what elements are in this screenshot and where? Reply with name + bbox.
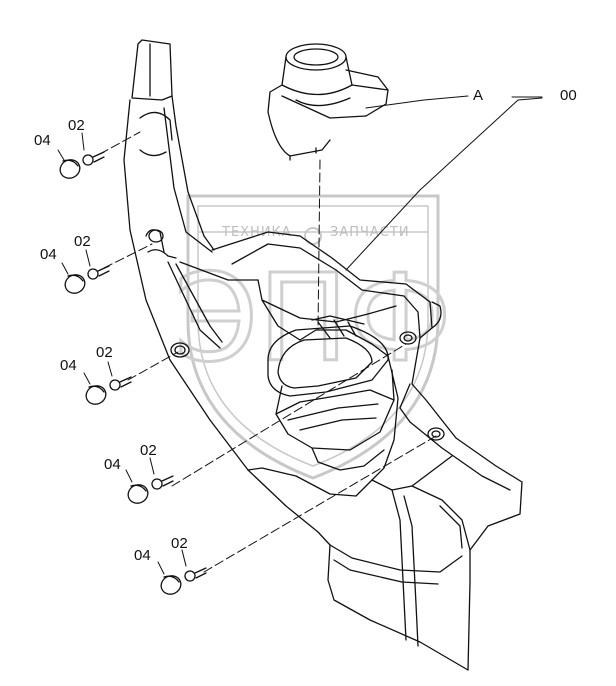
screw-5 (184, 567, 207, 582)
screw-1 (82, 151, 105, 166)
cap-5 (160, 575, 182, 595)
label-cap: 04 (34, 132, 51, 149)
leader-lines (57, 95, 543, 575)
cap-1 (59, 159, 81, 179)
label-cap: 04 (104, 456, 121, 473)
watermark-shield (186, 194, 440, 480)
label-cap: 04 (40, 246, 57, 263)
screw-2 (87, 265, 110, 280)
label-cap: 04 (134, 547, 151, 564)
cap-3 (85, 385, 107, 405)
console-cover-assembly (123, 39, 523, 671)
screw-3 (109, 376, 132, 391)
label-screw: 02 (68, 117, 85, 134)
watermark-text-right: ЗАПЧАСТИ (330, 225, 410, 240)
screw-parts (82, 151, 207, 582)
label-screw: 02 (140, 442, 157, 459)
watermark-text-left: ТЕХНИКА (221, 225, 292, 240)
label-screw: 02 (96, 344, 113, 361)
cap-4 (127, 484, 149, 504)
label-cap: 04 (60, 357, 77, 374)
label-detail-a: A (473, 87, 483, 104)
cap-2 (64, 274, 86, 294)
part-labels: 00 A 04 02 04 02 04 02 04 02 04 02 (34, 87, 577, 564)
label-screw: 02 (171, 535, 188, 552)
label-screw: 02 (74, 233, 91, 250)
screw-4 (151, 475, 174, 490)
cup-holder-part (267, 43, 389, 161)
watermark-gear-icon (304, 227, 322, 245)
label-assembly: 00 (560, 87, 577, 104)
assembly-center-lines (99, 131, 437, 573)
watermark (186, 194, 440, 480)
cap-parts (59, 159, 182, 595)
